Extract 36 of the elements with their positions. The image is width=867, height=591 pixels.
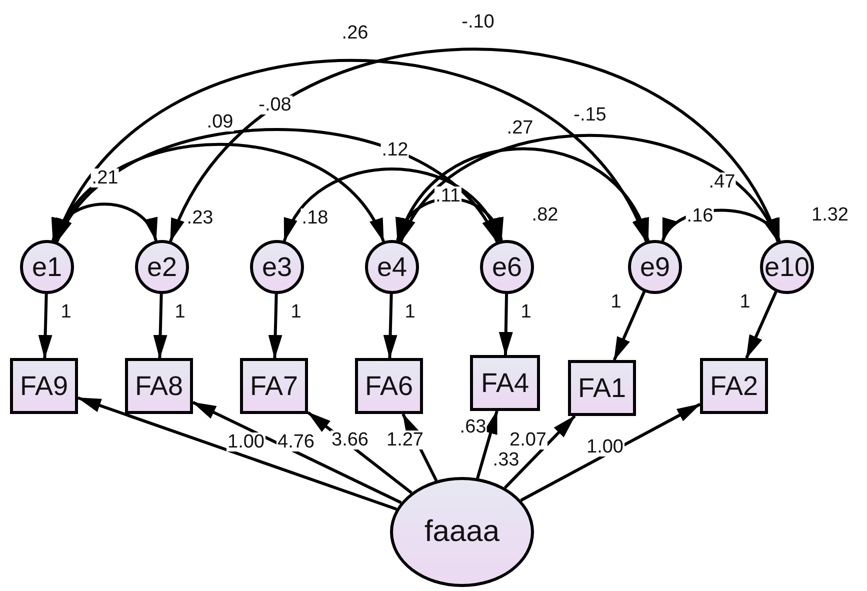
- coefficient-label: 2.07: [508, 430, 548, 450]
- variable-box: FA7: [240, 358, 308, 414]
- path-arrow: [498, 294, 513, 356]
- path-arrow: [504, 414, 576, 489]
- variable-box: FA2: [700, 358, 768, 414]
- coefficient-label: .21: [90, 168, 120, 188]
- covariance-arrow: [54, 59, 648, 242]
- coefficient-label: .12: [380, 140, 410, 160]
- latent-ellipse: faaaa: [390, 477, 534, 587]
- covariance-arrow: [282, 168, 502, 242]
- path-arrow: [476, 410, 498, 479]
- coefficient-label: 1.00: [586, 438, 624, 456]
- path-arrow: [38, 294, 52, 359]
- path-arrow: [153, 294, 168, 359]
- variable-box: FA9: [10, 358, 78, 414]
- covariance-arrow: [52, 202, 158, 242]
- path-arrow: [192, 401, 402, 504]
- path-arrow: [520, 402, 701, 502]
- variable-box: FA6: [355, 358, 423, 414]
- coefficient-label: .11: [434, 186, 462, 206]
- variable-box: FA1: [568, 360, 636, 416]
- coefficient-label: 3.66: [330, 430, 370, 450]
- covariance-arrow: [398, 147, 650, 242]
- path-arrow: [383, 294, 398, 359]
- variable-box: FA4: [470, 355, 540, 411]
- path-arrow: [268, 294, 282, 359]
- path-arrow: [77, 396, 398, 511]
- coefficient-label: -.08: [258, 96, 292, 114]
- covariance-arrow: [56, 128, 498, 243]
- coefficient-label: 1.27: [386, 430, 424, 450]
- variable-box: FA8: [125, 358, 193, 414]
- coefficient-label: 4.76: [276, 432, 316, 452]
- coefficient-label: .09: [206, 112, 234, 132]
- covariance-arrow: [54, 143, 385, 242]
- coefficient-label: 1.00: [226, 432, 266, 452]
- covariance-arrow: [400, 134, 780, 242]
